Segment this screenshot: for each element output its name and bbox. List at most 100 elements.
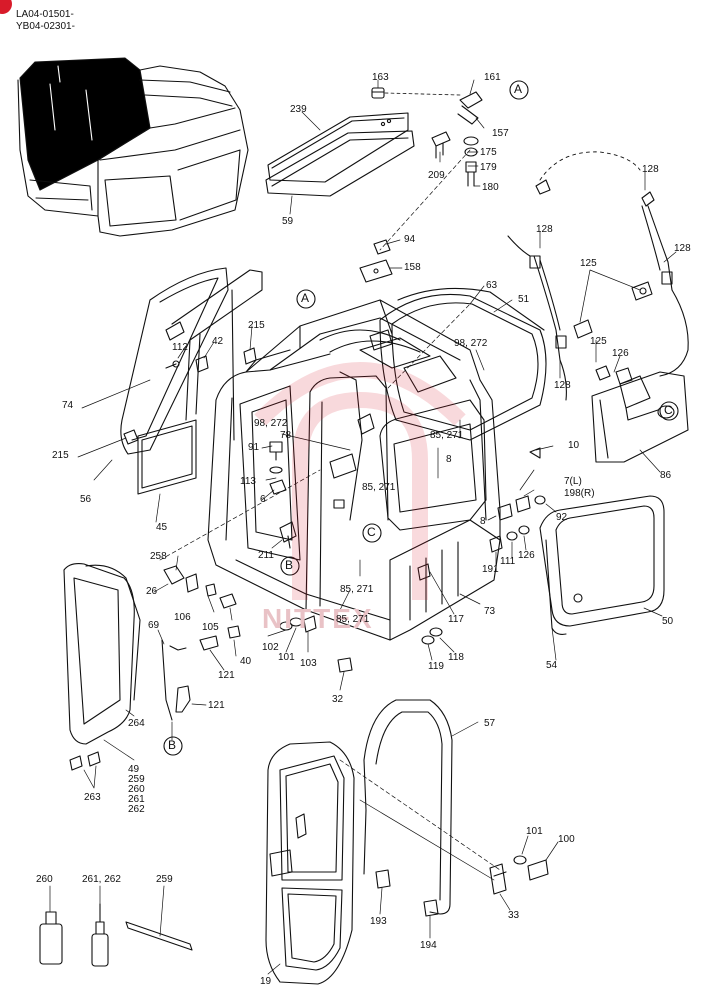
callout-c-mid-letter: C	[367, 525, 376, 539]
sash-glass-45	[137, 419, 197, 495]
part-label: 260	[128, 784, 145, 795]
part-label: 194	[420, 940, 437, 951]
callout-a-top-letter: A	[514, 82, 523, 96]
part-label: 118	[448, 652, 464, 663]
bottle-260	[39, 911, 63, 965]
part-label: 198(R)	[564, 488, 595, 499]
part-label: 78	[280, 430, 292, 441]
part-label: 63	[486, 280, 498, 291]
part-label: 259	[128, 774, 145, 785]
sliding-rail-56	[171, 269, 263, 441]
part-label: 215	[248, 320, 265, 331]
part-label: 211	[258, 550, 274, 561]
part-label: 180	[482, 182, 499, 193]
part-label: 128	[642, 164, 659, 175]
part-label: 74	[62, 400, 74, 411]
part-label: 57	[484, 718, 496, 729]
part-label: 102	[262, 642, 279, 653]
serial-range-1: LA04-01501-	[16, 9, 74, 20]
part-label: 85, 271	[340, 584, 374, 595]
part-label: 179	[480, 162, 497, 173]
part-label: 113	[240, 476, 256, 487]
part-label: 128	[536, 224, 553, 235]
side-panel-264	[63, 563, 141, 745]
part-label: 40	[240, 656, 252, 667]
part-label: 263	[84, 792, 101, 803]
watermark-logo	[254, 362, 466, 600]
part-label: 111	[500, 556, 516, 567]
part-label: 59	[282, 216, 294, 227]
wiper-harness	[507, 151, 689, 401]
page-badge	[0, 0, 12, 14]
part-label: 94	[404, 234, 416, 245]
part-label: 209	[428, 170, 445, 181]
part-label: 261, 262	[82, 874, 121, 885]
part-label: 33	[508, 910, 520, 921]
part-label: 26	[146, 586, 158, 597]
left-fittings	[123, 321, 257, 445]
part-label: 103	[300, 658, 317, 669]
serial-range-2: YB04-02301-	[16, 21, 75, 32]
panel-49-fittings	[69, 751, 101, 771]
part-label: 73	[484, 606, 496, 617]
roof-hardware	[371, 87, 483, 187]
part-label: 125	[580, 258, 597, 269]
part-label: 98, 272	[454, 338, 488, 349]
part-label: 260	[36, 874, 53, 885]
part-label: 105	[202, 622, 219, 633]
roof-window-seal-51	[397, 287, 545, 331]
part-label: 8	[446, 454, 452, 465]
strip-259	[125, 921, 193, 951]
callout-a-mid	[296, 289, 316, 309]
part-label: 100	[558, 834, 575, 845]
callout-b-left-letter: B	[168, 738, 177, 752]
part-label: 119	[428, 661, 444, 672]
roof-bracket-parts	[359, 239, 393, 283]
callout-c-mid	[362, 523, 382, 543]
callout-a-mid-letter: A	[301, 291, 310, 305]
roof-panel-239	[267, 112, 409, 183]
watermark-text: NITTEX	[262, 603, 374, 634]
part-label: 91	[248, 442, 260, 453]
part-label: 258	[150, 551, 167, 562]
part-label: 125	[590, 336, 607, 347]
callout-c-right-letter: C	[664, 403, 673, 417]
part-label: 128	[554, 380, 571, 391]
part-label: 10	[568, 440, 580, 451]
wiper-motor-86	[591, 371, 689, 463]
part-label: 191	[482, 564, 499, 575]
lower-left-fittings	[161, 565, 241, 721]
part-label: 264	[128, 718, 145, 729]
part-label: 8	[480, 516, 486, 527]
part-label: 50	[662, 616, 674, 627]
part-label: 128	[674, 243, 691, 254]
part-label: 117	[448, 614, 464, 625]
part-label: 51	[518, 294, 530, 305]
part-label: 239	[290, 104, 307, 115]
part-label: 49	[128, 764, 140, 775]
part-label: 92	[556, 512, 568, 523]
part-label: 98, 272	[254, 418, 288, 429]
part-label: 85, 271	[430, 430, 464, 441]
part-label: 259	[156, 874, 173, 885]
part-label: 262	[128, 804, 145, 815]
part-label: 193	[370, 916, 387, 927]
callout-b-mid-letter: B	[285, 558, 294, 572]
part-label: 215	[52, 450, 69, 461]
part-label: 161	[484, 72, 501, 83]
door-hinge-33	[489, 855, 549, 895]
callout-circles	[163, 80, 679, 756]
part-label: 126	[518, 550, 535, 561]
callout-b-mid	[280, 556, 300, 576]
part-label: 32	[332, 694, 344, 705]
leader-lines	[49, 79, 677, 975]
door-clips	[375, 869, 439, 917]
bottle-261-262	[91, 903, 109, 967]
part-label: 85, 271	[362, 482, 396, 493]
machine-thumbnail	[17, 57, 249, 237]
part-label: 54	[546, 660, 558, 671]
side-window-50	[539, 495, 665, 627]
part-label: 175	[480, 147, 497, 158]
wiper-bolts	[573, 281, 653, 385]
